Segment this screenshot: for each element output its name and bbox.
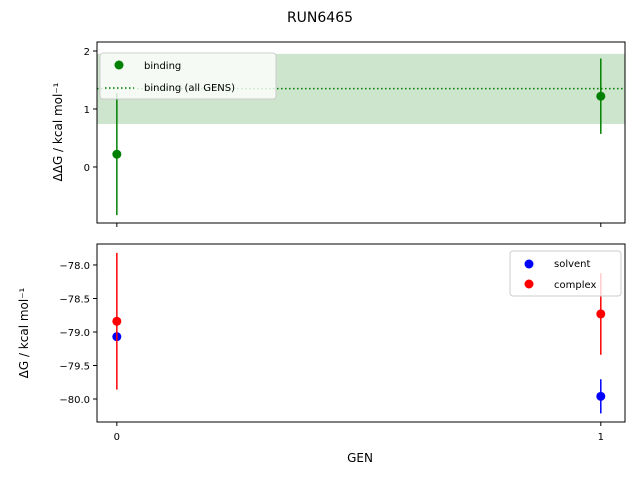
bottom-y-axis-label: ΔG / kcal mol⁻¹ xyxy=(17,287,31,378)
data-point xyxy=(112,316,122,326)
y-tick-label: −79.0 xyxy=(59,328,90,339)
y-tick-label: −78.0 xyxy=(59,261,90,272)
data-point xyxy=(596,91,606,101)
bottom-axes: 0 1 −78.0 −78.5 −79.0 −79.5 −80.0 solvent comple… xyxy=(59,243,626,443)
legend-marker-solvent xyxy=(524,259,534,269)
y-tick-label: 2 xyxy=(84,47,90,58)
figure-title: RUN6465 xyxy=(287,10,353,26)
y-tick-label: 1 xyxy=(84,105,90,116)
legend-marker-complex xyxy=(524,279,534,289)
legend-marker-binding xyxy=(114,60,124,70)
legend: binding binding (all GENS) xyxy=(99,52,277,100)
top-y-axis-label: ΔΔG / kcal mol⁻¹ xyxy=(51,82,65,181)
top-axes: 0 1 2 binding binding (all GENS) xyxy=(84,41,626,227)
legend-label: solvent xyxy=(554,259,591,270)
y-tick-label: 0 xyxy=(84,163,90,174)
legend-label: complex xyxy=(554,280,596,291)
data-point xyxy=(596,309,606,319)
y-tick-label: −78.5 xyxy=(59,294,90,305)
data-point xyxy=(112,149,122,159)
legend-box xyxy=(99,52,277,100)
axes-frame xyxy=(96,243,626,423)
y-tick-label: −80.0 xyxy=(59,395,90,406)
x-axis-label: GEN xyxy=(347,451,373,465)
legend-box xyxy=(509,250,622,297)
legend-label: binding xyxy=(144,61,181,72)
x-tick-label: 0 xyxy=(114,432,120,443)
data-point xyxy=(596,391,606,401)
x-tick-label: 1 xyxy=(598,432,604,443)
legend: solvent complex xyxy=(509,250,622,297)
axes-frame xyxy=(96,41,626,224)
y-tick-label: −79.5 xyxy=(59,362,90,373)
legend-label: binding (all GENS) xyxy=(144,83,235,94)
